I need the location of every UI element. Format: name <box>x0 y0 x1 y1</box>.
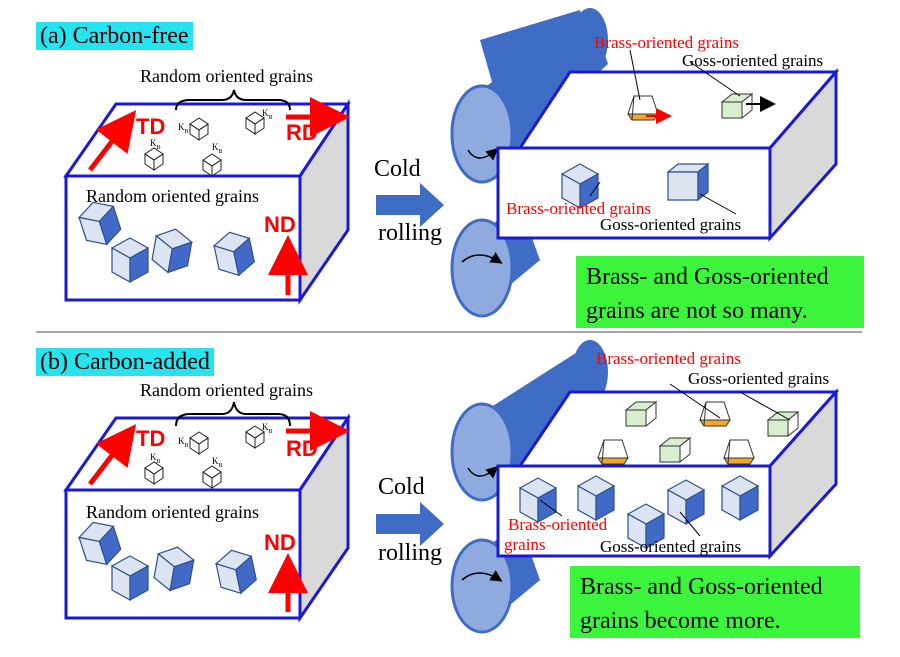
result-note-b: Brass- and Goss-oriented grains become m… <box>570 566 860 638</box>
rd-label-a: RD <box>286 120 318 145</box>
cold-label-b: Cold <box>378 474 425 500</box>
svg-text:KB: KB <box>262 108 273 121</box>
nd-label-a: ND <box>264 212 296 237</box>
note-b-line1: Brass- and Goss-oriented <box>580 574 823 600</box>
result-note-a: Brass- and Goss-oriented grains are not … <box>576 256 864 328</box>
goss-grain-front <box>577 475 615 521</box>
goss-grain-front <box>667 479 705 525</box>
panel-b-title: (b) Carbon-added <box>36 348 214 376</box>
svg-text:KB: KB <box>212 456 223 469</box>
grain <box>111 237 149 283</box>
brass-grain-front <box>721 475 759 521</box>
goss-top-label-b: Goss-oriented grains <box>688 369 829 388</box>
brass-grain <box>597 439 629 465</box>
cold-label-a: Cold <box>374 156 421 182</box>
random-front-label-a: Random oriented grains <box>86 186 259 206</box>
rolling-label-b: rolling <box>378 540 442 566</box>
svg-text:KB: KB <box>262 422 273 435</box>
td-arrow <box>88 424 137 486</box>
brass-grain <box>723 439 755 465</box>
td-label-a: TD <box>136 114 165 139</box>
svg-text:KB: KB <box>150 452 161 465</box>
rolled-sheet-b <box>496 388 840 560</box>
panel-a-title: (a) Carbon-free <box>36 22 193 50</box>
svg-text:KB: KB <box>178 122 189 135</box>
panel-a <box>63 8 840 318</box>
td-label-b: TD <box>136 426 165 451</box>
process-arrow-a <box>376 183 444 227</box>
svg-text:KB: KB <box>212 142 223 155</box>
upper-roller-a <box>450 8 608 184</box>
brace-a <box>175 89 291 111</box>
rolled-sheet-a <box>496 67 840 242</box>
random-top-label-a: Random oriented grains <box>140 66 313 86</box>
nd-label-b: ND <box>264 530 296 555</box>
svg-text:KB: KB <box>150 138 161 151</box>
note-a-line2: grains are not so many. <box>586 298 808 324</box>
goss-front-label-b: Goss-oriented grains <box>600 537 741 556</box>
svg-text:KB: KB <box>178 436 189 449</box>
note-b-line2: grains become more. <box>580 608 781 634</box>
brass-front-label-a: Brass-oriented grains <box>506 199 651 218</box>
goss-grain-front <box>666 162 710 202</box>
kb-labels: KB KB KB KB KB KB KB KB <box>150 108 273 469</box>
note-a-line1: Brass- and Goss-oriented <box>586 264 829 290</box>
grain <box>111 555 149 601</box>
rolling-label-a: rolling <box>378 220 442 246</box>
goss-front-label-a: Goss-oriented grains <box>600 215 741 234</box>
td-arrow <box>88 110 137 172</box>
brace-b <box>175 401 291 427</box>
process-arrow-b <box>376 502 444 546</box>
brass-top-label-b: Brass-oriented grains <box>596 349 741 368</box>
random-front-label-b: Random oriented grains <box>86 502 259 522</box>
brass-front-label-b-1: Brass-oriented <box>508 515 608 534</box>
panel-b <box>63 340 840 634</box>
goss-top-label-a: Goss-oriented grains <box>682 51 823 70</box>
rd-label-b: RD <box>286 436 318 461</box>
brass-top-label-a: Brass-oriented grains <box>594 33 739 52</box>
random-top-label-b: Random oriented grains <box>140 380 313 400</box>
brass-front-label-b-2: grains <box>504 535 546 554</box>
